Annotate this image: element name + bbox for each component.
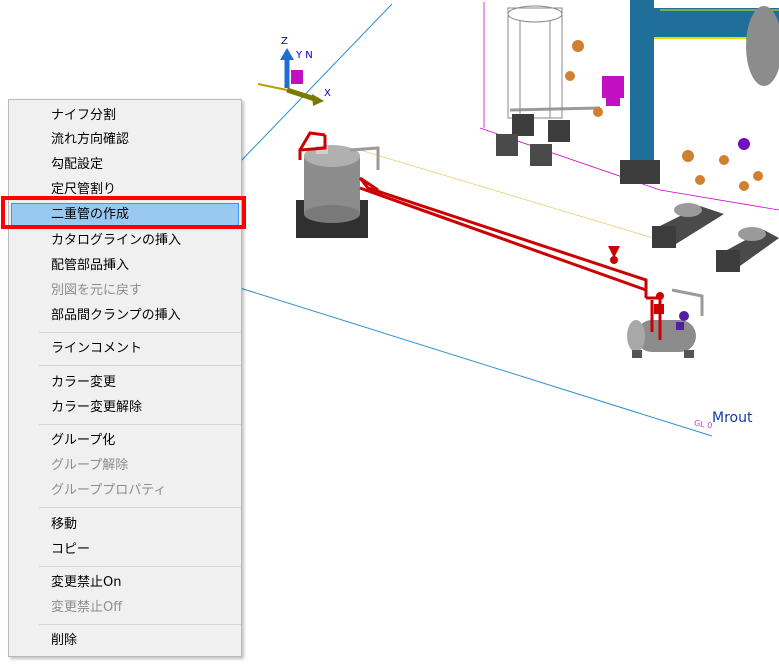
menu-item-group[interactable]: グループ化: [51, 433, 116, 448]
axis-y-label: Y N: [295, 50, 313, 61]
purple-valve[interactable]: [676, 311, 689, 330]
menu-item-line-comment[interactable]: ラインコメント: [51, 341, 143, 356]
menu-item-insert-piping-part[interactable]: 配管部品挿入: [51, 258, 130, 273]
steel-structure: [620, 0, 779, 184]
menu-item-restore-separate-drawing[interactable]: 別図を元に戻す: [51, 283, 143, 298]
menu-item-lock-off[interactable]: 変更禁止Off: [51, 600, 123, 615]
axis-x-label: X: [324, 88, 331, 99]
menu-item-group-properties[interactable]: グループプロパティ: [51, 483, 167, 498]
menu-separator: [39, 365, 241, 366]
menu-item-insert-catalog-line[interactable]: カタログラインの挿入: [51, 233, 182, 248]
grey-pipes: [349, 106, 704, 316]
route-label: Mrout: [712, 410, 753, 426]
vertical-tank[interactable]: [296, 145, 368, 238]
context-menu: ナイフ分割 流れ方向確認 勾配設定 定尺管割り 二重管の作成 カタログラインの挿…: [8, 99, 242, 657]
pump-skids: [652, 203, 779, 272]
axis-z-label: Z: [281, 36, 288, 47]
menu-item-insert-clamp[interactable]: 部品間クランプの挿入: [51, 308, 181, 323]
menu-item-knife-split[interactable]: ナイフ分割: [51, 108, 117, 123]
red-valves[interactable]: [608, 246, 664, 314]
highlight-annotation-frame: [1, 196, 246, 229]
menu-item-slope-setting[interactable]: 勾配設定: [51, 157, 104, 172]
menu-item-delete[interactable]: 削除: [51, 633, 78, 648]
menu-item-create-double-pipe[interactable]: 二重管の作成: [11, 203, 239, 226]
red-pipe-route[interactable]: [298, 131, 662, 340]
valve-magenta[interactable]: [602, 76, 750, 150]
valve-cluster-orange[interactable]: [565, 40, 763, 191]
menu-item-fixed-length-split[interactable]: 定尺管割り: [51, 182, 117, 197]
menu-separator: [39, 332, 241, 333]
menu-item-flow-direction-check[interactable]: 流れ方向確認: [51, 132, 130, 147]
menu-item-reset-color[interactable]: カラー変更解除: [51, 400, 143, 415]
menu-item-move[interactable]: 移動: [51, 517, 78, 532]
menu-separator: [39, 424, 241, 425]
open-frame-tower: [507, 5, 563, 119]
menu-item-copy[interactable]: コピー: [51, 542, 91, 557]
menu-separator: [39, 566, 241, 567]
menu-item-ungroup[interactable]: グループ解除: [51, 458, 129, 473]
axis-triad-icon: [257, 48, 324, 106]
menu-item-lock-on[interactable]: 変更禁止On: [51, 575, 122, 590]
menu-item-change-color[interactable]: カラー変更: [51, 375, 117, 390]
pedestals: [496, 114, 570, 166]
menu-separator: [39, 624, 241, 625]
menu-separator: [39, 507, 241, 508]
